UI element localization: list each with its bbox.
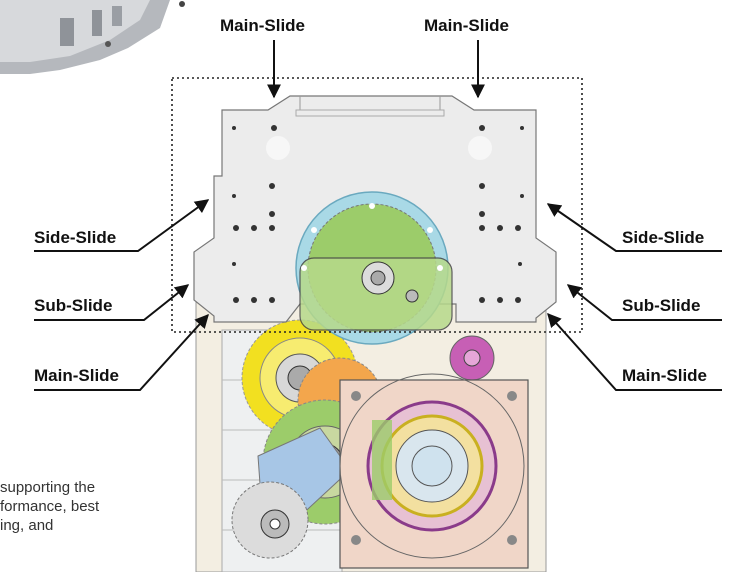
- body-text-line-2: formance, best: [0, 498, 100, 515]
- peach-block: [339, 373, 529, 569]
- body-text-fragment: supporting the formance, best ing, and: [0, 478, 99, 535]
- label-main-slide-right: Main-Slide: [622, 366, 708, 385]
- plate-holes: [232, 125, 524, 303]
- grey-gear: [231, 481, 309, 559]
- label-side-slide-left: Side-Slide: [34, 228, 117, 247]
- magenta-gear: [449, 335, 495, 381]
- leader-lines: [34, 40, 722, 391]
- label-sub-slide-left: Sub-Slide: [34, 296, 113, 315]
- label-side-slide-right: Side-Slide: [622, 228, 705, 247]
- label-main-slide-top-left: Main-Slide: [220, 16, 306, 35]
- body-text-line-3: ing, and: [0, 517, 54, 534]
- blue-disc: [295, 191, 453, 345]
- slide-boundary: [171, 77, 583, 333]
- machine-photo: [0, 0, 185, 74]
- label-main-slide-left: Main-Slide: [34, 366, 120, 385]
- label-main-slide-top-right: Main-Slide: [424, 16, 510, 35]
- body-text-line-1: supporting the: [0, 479, 96, 496]
- label-sub-slide-right: Sub-Slide: [622, 296, 701, 315]
